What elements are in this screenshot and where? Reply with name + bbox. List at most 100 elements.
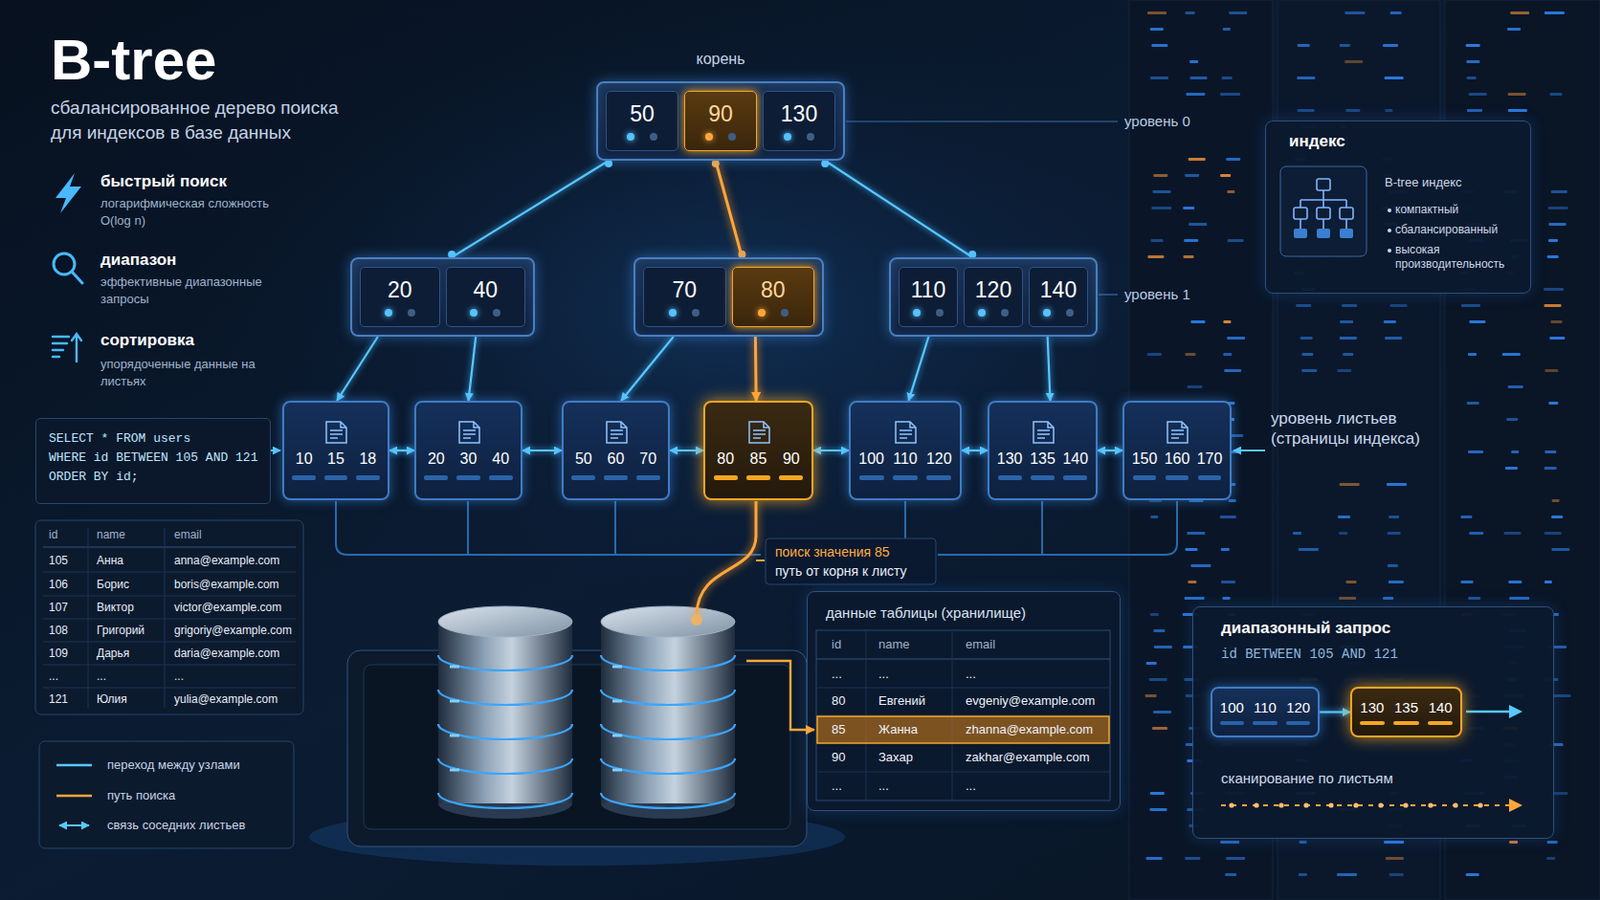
rack-led — [1146, 857, 1163, 861]
table-cell: Анна — [96, 553, 124, 569]
rack-led — [1468, 92, 1488, 96]
key-value: 50 — [629, 101, 655, 127]
key-row: 130135140 — [994, 450, 1091, 481]
record-bar — [1393, 721, 1419, 726]
key-value: 50 — [573, 450, 595, 468]
svg-svg — [321, 420, 351, 445]
record-bar — [291, 475, 315, 481]
rack-led — [1548, 239, 1558, 243]
rack-led — [1150, 76, 1169, 80]
record-bar — [892, 475, 918, 481]
root-heading: корень — [598, 50, 844, 68]
rack-led — [1188, 157, 1206, 161]
svg-path — [1181, 422, 1188, 428]
rack-led — [1297, 109, 1315, 112]
connector — [621, 336, 674, 401]
rack-led — [1466, 873, 1480, 877]
users-table-panel — [35, 520, 304, 715]
svg-svg — [1162, 420, 1192, 445]
rack-led — [1388, 515, 1400, 519]
record-bar — [926, 475, 952, 481]
code-line: WHERE id BETWEEN 105 AND 121 — [48, 448, 258, 468]
key-value: 130 — [995, 450, 1025, 468]
disk-stack — [438, 606, 573, 820]
pointer-dot — [912, 309, 921, 317]
rack-led — [1222, 320, 1231, 324]
leaf-key: 160 — [1161, 450, 1193, 481]
rack-led — [1507, 27, 1521, 31]
rack-led — [1338, 532, 1348, 535]
rack-led — [1295, 304, 1312, 308]
rack-led — [1386, 483, 1407, 487]
btree-node: корень5090130 — [596, 81, 845, 161]
rack-led — [1222, 76, 1233, 80]
svg-path — [816, 688, 1111, 773]
pointer-dot — [1000, 309, 1009, 317]
key-value: 20 — [425, 450, 447, 468]
key-value: 70 — [637, 450, 659, 468]
svg-path — [621, 422, 627, 428]
record-bar — [456, 475, 481, 481]
rack-led — [1339, 483, 1360, 487]
svg-g — [1228, 802, 1483, 808]
record-bar — [778, 475, 803, 481]
pointer-dots — [757, 309, 789, 317]
leaf-key: 80 — [710, 450, 741, 481]
legend-sample-arrow — [59, 824, 89, 827]
rack-led — [1149, 678, 1168, 682]
svg-path — [937, 501, 1178, 556]
rack-led — [1384, 336, 1402, 340]
pointer-dot — [935, 309, 944, 317]
rack-led — [1223, 369, 1242, 373]
rack-led — [1228, 11, 1247, 15]
table-cell: ... — [831, 778, 843, 795]
key-value: 60 — [605, 450, 627, 468]
rack-led — [1548, 206, 1569, 210]
rack-led — [1461, 580, 1474, 584]
svg-path — [866, 630, 953, 801]
rack-led — [1222, 27, 1231, 31]
rack-led — [1150, 808, 1168, 812]
rack-led — [1185, 548, 1199, 552]
svg-circle — [1228, 802, 1234, 808]
key-value: 90 — [708, 101, 734, 127]
svg-rect — [1280, 166, 1367, 257]
svg-path — [606, 422, 627, 444]
panel-heading: индекс — [1288, 132, 1346, 152]
record-bar — [713, 475, 738, 481]
rack-led — [1505, 466, 1518, 470]
leaf-key: 140 — [1423, 699, 1457, 726]
rack-led — [1390, 11, 1402, 15]
pointer-dots — [977, 309, 1009, 317]
svg-path — [755, 559, 765, 562]
rack-led — [1154, 645, 1173, 649]
table-cell: Юлия — [96, 691, 128, 708]
svg-ellipse — [438, 606, 573, 638]
sql-box: SELECT * FROM usersWHERE id BETWEEN 105 … — [35, 418, 271, 505]
key-value: 110 — [911, 277, 947, 303]
rack-led — [1182, 206, 1195, 210]
rack-led — [1152, 727, 1168, 731]
record-bar — [355, 475, 379, 481]
svg-path — [438, 655, 573, 809]
rack-led — [1226, 336, 1245, 340]
svg-path — [610, 430, 623, 439]
bullet-dot — [1387, 208, 1392, 213]
rack-led — [1183, 255, 1195, 259]
rack-led — [1552, 694, 1572, 698]
connector — [669, 449, 704, 452]
table-cell: 85 — [831, 722, 845, 738]
rack-led — [1549, 336, 1565, 340]
rack-led — [1543, 288, 1564, 291]
svg-svg — [601, 420, 631, 445]
table-cell: Жанна — [878, 722, 918, 738]
btree-node: 2040 — [350, 257, 535, 337]
table-cell: Евгений — [878, 693, 926, 710]
level-label: уровень листьев (страницы индекса) — [1270, 408, 1444, 449]
key-value: 15 — [325, 450, 347, 468]
svg-path — [600, 655, 735, 809]
rack-led — [1504, 532, 1522, 535]
svg-path — [473, 422, 480, 428]
leaf-key: 130 — [994, 450, 1025, 481]
key-value: 20 — [387, 277, 413, 303]
